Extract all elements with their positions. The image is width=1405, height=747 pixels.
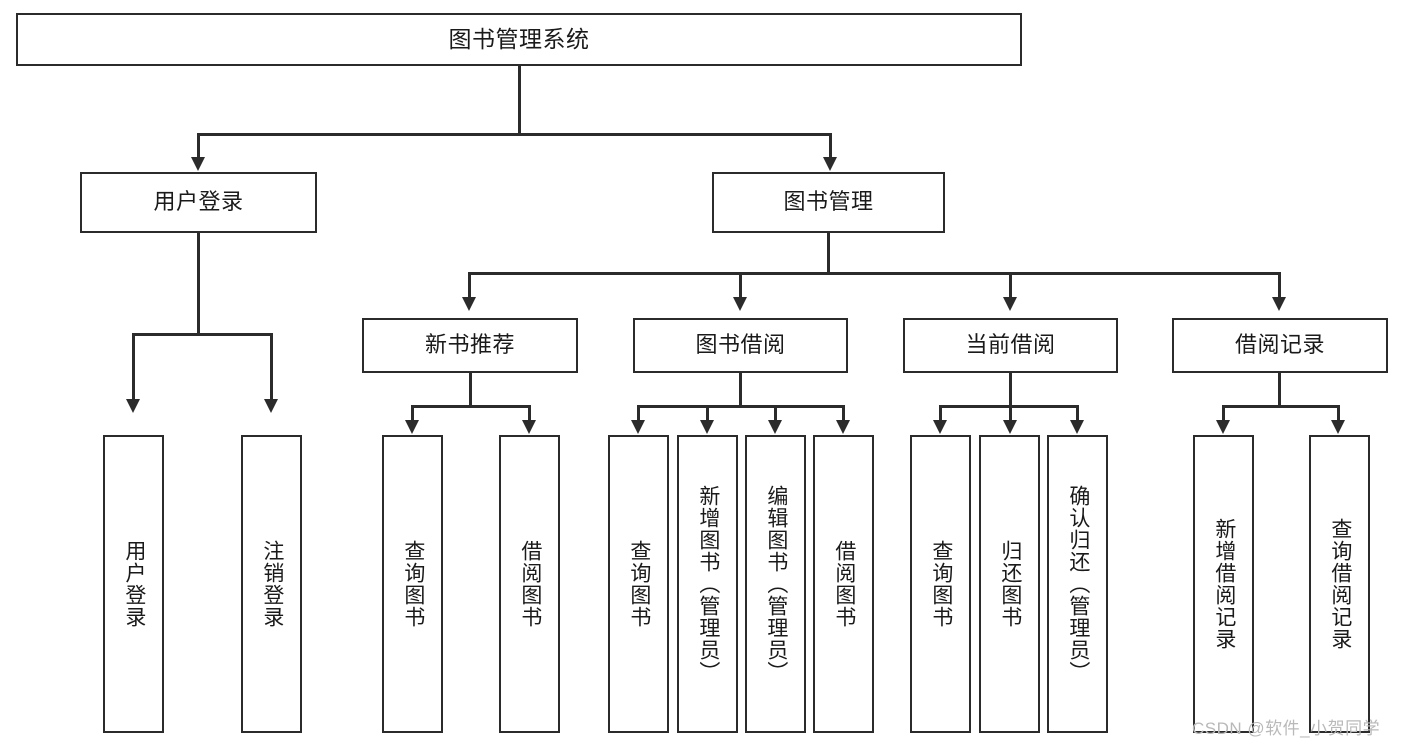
connector-cb-drop-1 xyxy=(939,405,942,422)
arrow-to-leaf-query-book-bb xyxy=(631,420,645,434)
leaf-borrow-book[interactable]: 借阅图书 xyxy=(813,435,874,733)
connector-root-drop-1 xyxy=(197,133,200,159)
leaf-query-borrow-record[interactable]: 查询借阅记录 xyxy=(1309,435,1370,733)
connector-br-drop-1 xyxy=(1222,405,1225,422)
leaf-confirm-return-admin[interactable]: 确认归还（管理员） xyxy=(1047,435,1108,733)
node-label: 用户登录 xyxy=(122,540,146,628)
arrow-to-new-book-recommend xyxy=(462,297,476,311)
node-label: 新增借阅记录 xyxy=(1212,518,1236,650)
node-label: 归还图书 xyxy=(998,540,1022,628)
connector-user-login-drop-2 xyxy=(270,333,273,401)
connector-bm-drop-1 xyxy=(468,272,471,299)
arrow-to-leaf-query-borrow-record xyxy=(1331,420,1345,434)
node-label: 借阅记录 xyxy=(1234,332,1325,358)
arrow-to-leaf-borrow-book-nbr xyxy=(522,420,536,434)
node-label: 查询借阅记录 xyxy=(1328,518,1352,650)
leaf-add-borrow-record[interactable]: 新增借阅记录 xyxy=(1193,435,1254,733)
connector-bb-drop-1 xyxy=(637,405,640,422)
leaf-edit-book-admin[interactable]: 编辑图书（管理员） xyxy=(745,435,806,733)
connector-nbr-stem xyxy=(469,373,472,407)
connector-bb-drop-3 xyxy=(774,405,777,422)
node-book-borrow[interactable]: 图书借阅 xyxy=(633,318,848,373)
arrow-to-leaf-confirm-return xyxy=(1070,420,1084,434)
node-label: 当前借阅 xyxy=(965,332,1056,358)
leaf-user-login[interactable]: 用户登录 xyxy=(103,435,164,733)
arrow-to-current-borrow xyxy=(1003,297,1017,311)
node-label: 新增图书（管理员） xyxy=(696,485,720,683)
node-label: 借阅图书 xyxy=(518,540,542,628)
connector-user-login-bus xyxy=(132,333,272,336)
node-label: 图书管理系统 xyxy=(448,25,590,52)
leaf-return-book[interactable]: 归还图书 xyxy=(979,435,1040,733)
node-label: 编辑图书（管理员） xyxy=(764,485,788,683)
node-current-borrow[interactable]: 当前借阅 xyxy=(903,318,1118,373)
connector-cb-drop-3 xyxy=(1076,405,1079,422)
connector-root-bus xyxy=(197,133,831,136)
node-label: 查询图书 xyxy=(401,540,425,628)
connector-cb-drop-2 xyxy=(1009,405,1012,422)
leaf-query-book-borrow[interactable]: 查询图书 xyxy=(608,435,669,733)
arrow-to-leaf-edit-book xyxy=(768,420,782,434)
leaf-query-book-current[interactable]: 查询图书 xyxy=(910,435,971,733)
node-new-book-recommend[interactable]: 新书推荐 xyxy=(362,318,578,373)
node-label: 新书推荐 xyxy=(424,332,515,358)
arrow-to-borrow-record xyxy=(1272,297,1286,311)
leaf-add-book-admin[interactable]: 新增图书（管理员） xyxy=(677,435,738,733)
connector-book-management-bus xyxy=(468,272,1279,275)
connector-bm-drop-4 xyxy=(1278,272,1281,299)
node-borrow-record[interactable]: 借阅记录 xyxy=(1172,318,1388,373)
connector-bb-stem xyxy=(739,373,742,407)
arrow-to-leaf-add-borrow-record xyxy=(1216,420,1230,434)
leaf-logout[interactable]: 注销登录 xyxy=(241,435,302,733)
connector-cb-stem xyxy=(1009,373,1012,407)
connector-bb-drop-2 xyxy=(706,405,709,422)
node-label: 图书借阅 xyxy=(695,332,786,358)
connector-bb-bus xyxy=(637,405,844,408)
arrow-to-leaf-return-book xyxy=(1003,420,1017,434)
node-label: 用户登录 xyxy=(153,189,244,215)
connector-cb-bus xyxy=(939,405,1078,408)
arrow-to-leaf-user-login xyxy=(126,399,140,413)
arrow-to-user-login xyxy=(191,157,205,171)
node-label: 图书管理 xyxy=(783,189,874,215)
connector-user-login-drop-1 xyxy=(132,333,135,401)
connector-br-drop-2 xyxy=(1337,405,1340,422)
leaf-borrow-book-new-recommend[interactable]: 借阅图书 xyxy=(499,435,560,733)
connector-br-stem xyxy=(1278,373,1281,407)
arrow-to-leaf-query-book-cb xyxy=(933,420,947,434)
csdn-watermark: CSDN @软件_小贺同学 xyxy=(1192,719,1381,738)
node-label: 注销登录 xyxy=(260,540,284,628)
arrow-to-book-management xyxy=(823,157,837,171)
connector-root-drop-2 xyxy=(829,133,832,159)
connector-bm-drop-2 xyxy=(739,272,742,299)
arrow-to-leaf-query-book-nbr xyxy=(405,420,419,434)
arrow-to-leaf-logout xyxy=(264,399,278,413)
connector-root-stem xyxy=(518,66,521,135)
connector-bm-drop-3 xyxy=(1009,272,1012,299)
arrow-to-leaf-add-book xyxy=(700,420,714,434)
node-root-book-management-system[interactable]: 图书管理系统 xyxy=(16,13,1022,66)
node-label: 查询图书 xyxy=(929,540,953,628)
connector-nbr-drop-1 xyxy=(411,405,414,422)
connector-br-bus xyxy=(1222,405,1339,408)
connector-bb-drop-4 xyxy=(842,405,845,422)
node-label: 查询图书 xyxy=(627,540,651,628)
leaf-query-book-new-recommend[interactable]: 查询图书 xyxy=(382,435,443,733)
node-book-management[interactable]: 图书管理 xyxy=(712,172,945,233)
connector-nbr-bus xyxy=(411,405,530,408)
arrow-to-leaf-borrow-book-bb xyxy=(836,420,850,434)
node-user-login[interactable]: 用户登录 xyxy=(80,172,317,233)
node-label: 确认归还（管理员） xyxy=(1066,485,1090,683)
connector-book-management-stem xyxy=(827,233,830,274)
arrow-to-book-borrow xyxy=(733,297,747,311)
connector-user-login-stem xyxy=(197,233,200,335)
connector-nbr-drop-2 xyxy=(528,405,531,422)
node-label: 借阅图书 xyxy=(832,540,856,628)
